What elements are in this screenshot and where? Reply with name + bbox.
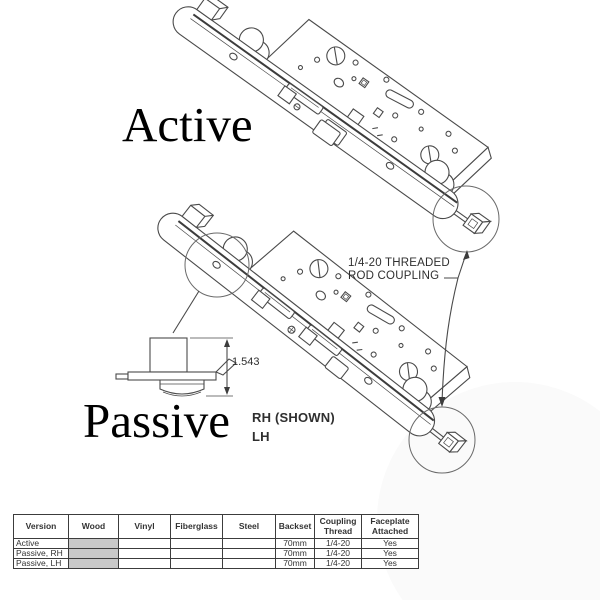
- active-label: Active: [122, 97, 253, 152]
- active-lock-diagram: [172, 0, 492, 235]
- coupling-callout-line1: 1/4-20 THREADED: [348, 257, 450, 269]
- passive-faceplate-balloon: [184, 232, 250, 298]
- cell-wood: [68, 548, 119, 559]
- handing-shown-text: RH (SHOWN): [252, 410, 335, 425]
- cell-backset: 70mm: [275, 538, 315, 549]
- cell-vinyl: [118, 548, 171, 559]
- header-version: Version: [13, 514, 69, 539]
- spec-table-header-row: Version Wood Vinyl Fiberglass Steel Back…: [13, 514, 419, 539]
- coupling-callout: 1/4-20 THREADED ROD COUPLING: [348, 257, 450, 283]
- cell-coupling-thread: 1/4-20: [314, 538, 362, 549]
- detail-dimension-value: 1.543: [232, 356, 260, 368]
- header-steel: Steel: [222, 514, 276, 539]
- spec-table: Version Wood Vinyl Fiberglass Steel Back…: [13, 514, 419, 569]
- cell-version: Passive, RH: [13, 548, 69, 559]
- cell-fiberglass: [170, 548, 223, 559]
- coupling-callout-line2: ROD COUPLING: [348, 270, 440, 283]
- cell-faceplate-attached: Yes: [361, 538, 419, 549]
- table-row-passive-rh: Passive, RH 70mm 1/4-20 Yes: [13, 548, 419, 559]
- active-coupling-balloon: [432, 185, 500, 253]
- cell-steel: [222, 548, 276, 559]
- dimension-line: [190, 337, 233, 397]
- cell-steel: [222, 558, 276, 569]
- cell-vinyl: [118, 538, 171, 549]
- handing-note: RH (SHOWN) LH: [252, 409, 335, 447]
- header-vinyl: Vinyl: [118, 514, 171, 539]
- deadbolt: [312, 119, 341, 146]
- cell-backset: 70mm: [275, 548, 315, 559]
- table-row-active: Active 70mm 1/4-20 Yes: [13, 538, 419, 549]
- header-fiberglass: Fiberglass: [170, 514, 223, 539]
- passive-label: Passive: [83, 393, 230, 448]
- header-backset: Backset: [275, 514, 315, 539]
- cell-fiberglass: [170, 538, 223, 549]
- coupling-leader-lines: [438, 250, 470, 407]
- passive-rod-coupling: [429, 428, 468, 453]
- cell-vinyl: [118, 558, 171, 569]
- cell-backset: 70mm: [275, 558, 315, 569]
- header-faceplate-attached: Faceplate Attached: [361, 514, 419, 539]
- cell-faceplate-attached: Yes: [361, 548, 419, 559]
- cell-version: Passive, LH: [13, 558, 69, 569]
- handing-alt-text: LH: [252, 428, 270, 444]
- table-row-passive-lh: Passive, LH 70mm 1/4-20 Yes: [13, 558, 419, 569]
- cell-coupling-thread: 1/4-20: [314, 548, 362, 559]
- header-wood: Wood: [68, 514, 119, 539]
- watermark-circle: [377, 382, 600, 600]
- cell-steel: [222, 538, 276, 549]
- cell-fiberglass: [170, 558, 223, 569]
- cell-coupling-thread: 1/4-20: [314, 558, 362, 569]
- cell-wood: [68, 538, 119, 549]
- active-rod-coupling: [453, 210, 492, 235]
- cell-faceplate-attached: Yes: [361, 558, 419, 569]
- header-coupling-thread: Coupling Thread: [314, 514, 362, 539]
- passive-lock-diagram: [157, 203, 471, 453]
- cell-version: Active: [13, 538, 69, 549]
- latch-detail-drawing: [115, 290, 237, 397]
- passive-faceplate: [157, 212, 436, 437]
- cell-wood: [68, 558, 119, 569]
